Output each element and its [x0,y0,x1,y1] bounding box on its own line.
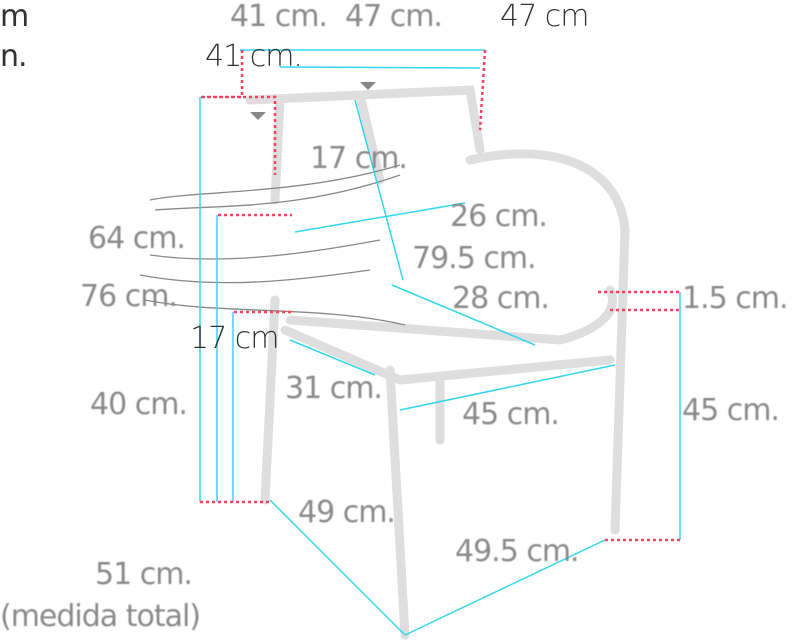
label-back-diagonal: 79.5 cm. [412,241,537,276]
label-back-height: 64 cm. [88,221,186,256]
label-fragment-b: n. [0,39,28,74]
arrow-marker-icon [360,82,376,90]
label-back-gap: 17 cm [190,321,279,356]
label-overall-note: (medida total) [0,599,201,634]
label-slat-b: 28 cm. [452,281,550,316]
label-arm-thickness: 1.5 cm. [682,281,788,316]
label-slat-a: 26 cm. [450,199,548,234]
arrow-marker-icon [250,112,266,120]
label-back-detail: 17 cm. [310,141,408,176]
label-seat-width: 45 cm. [462,397,560,432]
label-top-depth-a: 41 cm. [230,0,328,34]
label-base-depth: 49 cm. [298,495,396,530]
dotted-lines [200,49,680,542]
backrest-curves [139,164,406,326]
label-seat-height-left: 40 cm. [90,387,188,422]
label-top-width-b: 47 cm [500,0,589,34]
label-arm-height: 45 cm. [682,393,780,428]
label-base-width: 49.5 cm. [455,534,580,569]
dimension-lines [199,49,681,636]
label-fragment-a: m [0,0,29,34]
label-seat-depth: 31 cm. [285,371,383,406]
label-top-depth-b: 41 cm. [205,39,303,74]
label-total-height: 76 cm. [80,279,178,314]
label-overall: 51 cm. [95,557,193,592]
chair-outline [245,85,630,640]
label-top-width-a: 47 cm. [345,0,443,34]
